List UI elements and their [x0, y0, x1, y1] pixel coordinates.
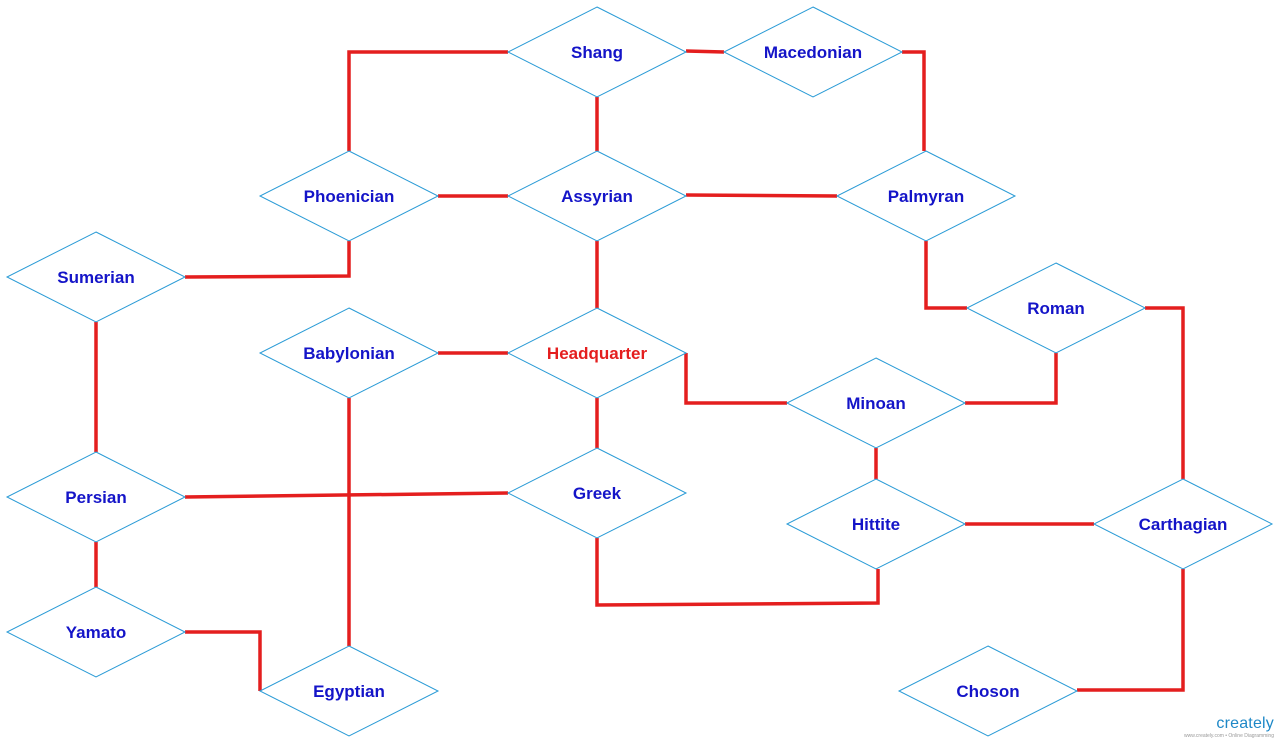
node-label-greek: Greek: [573, 484, 622, 503]
diamond-choson[interactable]: [897, 645, 1079, 737]
node-label-roman: Roman: [1027, 299, 1085, 318]
node-label-phoenician: Phoenician: [304, 187, 395, 206]
node-headquarter[interactable]: Headquarter: [506, 307, 688, 399]
connector-palmyran-roman: [924, 241, 967, 310]
node-label-hittite: Hittite: [852, 515, 900, 534]
node-egyptian[interactable]: Egyptian: [258, 645, 440, 737]
diamond-minoan[interactable]: [785, 357, 967, 449]
node-label-egyptian: Egyptian: [313, 682, 385, 701]
node-label-macedonian: Macedonian: [764, 43, 862, 62]
diamond-shang[interactable]: [506, 6, 688, 98]
connector-yamato-egyptian: [185, 630, 262, 691]
diamond-egyptian[interactable]: [258, 645, 440, 737]
node-phoenician[interactable]: Phoenician: [258, 150, 440, 242]
node-assyrian[interactable]: Assyrian: [506, 150, 688, 242]
node-carthagian[interactable]: Carthagian: [1092, 478, 1274, 570]
node-roman[interactable]: Roman: [965, 262, 1147, 354]
connector-assyrian-palmyran: [685, 193, 838, 198]
diamond-carthagian[interactable]: [1092, 478, 1274, 570]
node-macedonian[interactable]: Macedonian: [722, 6, 904, 98]
connector-sumerian-phoenician: [184, 241, 351, 279]
node-label-shang: Shang: [571, 43, 623, 62]
connector-phoenician-shang: [347, 50, 508, 151]
connector-minoan-roman: [965, 353, 1058, 405]
creately-watermark: creately www.creately.com • Online Diagr…: [1184, 715, 1274, 739]
diamond-sumerian[interactable]: [5, 231, 187, 323]
connector-shang-macedonian: [685, 49, 725, 54]
node-greek[interactable]: Greek: [506, 447, 688, 539]
diamond-hittite[interactable]: [785, 478, 967, 570]
node-minoan[interactable]: Minoan: [785, 357, 967, 449]
creately-tagline: www.creately.com • Online Diagramming: [1183, 733, 1274, 739]
node-label-sumerian: Sumerian: [57, 268, 134, 287]
connector-greek-hittite: [595, 538, 880, 607]
node-persian[interactable]: Persian: [5, 451, 187, 543]
diamond-phoenician[interactable]: [258, 150, 440, 242]
node-babylonian[interactable]: Babylonian: [258, 307, 440, 399]
diamond-headquarter[interactable]: [506, 307, 688, 399]
node-choson[interactable]: Choson: [897, 645, 1079, 737]
connector-carthagian-choson: [1077, 569, 1185, 692]
connector-persian-greek: [184, 491, 509, 499]
diamond-assyrian[interactable]: [506, 150, 688, 242]
node-palmyran[interactable]: Palmyran: [835, 150, 1017, 242]
diamond-roman[interactable]: [965, 262, 1147, 354]
node-label-assyrian: Assyrian: [561, 187, 633, 206]
connector-headquarter-minoan: [684, 353, 787, 405]
diamond-persian[interactable]: [5, 451, 187, 543]
node-label-yamato: Yamato: [66, 623, 126, 642]
diamond-yamato[interactable]: [5, 586, 187, 678]
connector-macedonian-palmyran: [902, 50, 926, 151]
connector-roman-carthagian: [1145, 306, 1185, 479]
node-sumerian[interactable]: Sumerian: [5, 231, 187, 323]
node-label-palmyran: Palmyran: [888, 187, 965, 206]
node-label-carthagian: Carthagian: [1139, 515, 1228, 534]
node-yamato[interactable]: Yamato: [5, 586, 187, 678]
node-label-headquarter: Headquarter: [547, 344, 648, 363]
diamond-babylonian[interactable]: [258, 307, 440, 399]
node-label-minoan: Minoan: [846, 394, 906, 413]
diamond-macedonian[interactable]: [722, 6, 904, 98]
creately-logo: creately: [1216, 715, 1274, 732]
diamond-palmyran[interactable]: [835, 150, 1017, 242]
connectors-layer: [94, 49, 1185, 692]
node-hittite[interactable]: Hittite: [785, 478, 967, 570]
node-label-babylonian: Babylonian: [303, 344, 395, 363]
diamond-greek[interactable]: [506, 447, 688, 539]
node-label-persian: Persian: [65, 488, 126, 507]
node-shang[interactable]: Shang: [506, 6, 688, 98]
node-label-choson: Choson: [956, 682, 1019, 701]
